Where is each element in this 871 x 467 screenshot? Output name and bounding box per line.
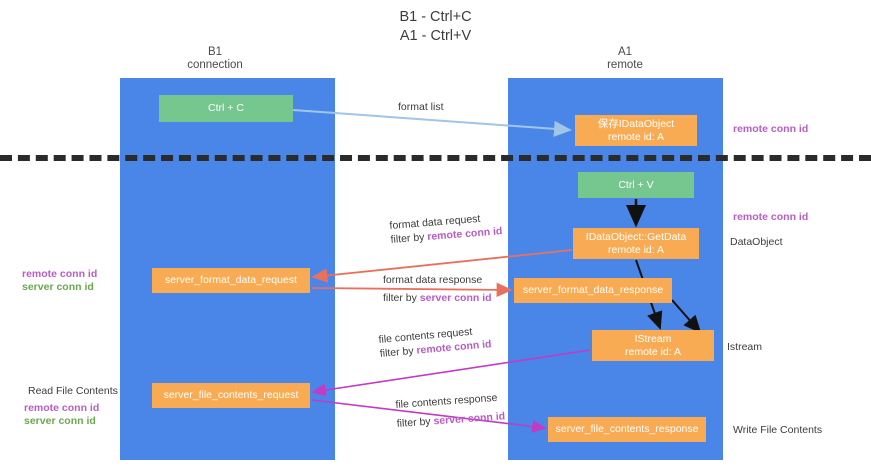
box-server-file-contents-response-label: server_file_contents_response bbox=[555, 423, 699, 435]
box-ctrl-c[interactable]: Ctrl + C bbox=[159, 95, 293, 122]
phase-divider bbox=[0, 155, 871, 161]
box-server-file-contents-request-label: server_file_contents_request bbox=[163, 389, 299, 401]
box-save-idataobject-line2: remote id: A bbox=[607, 130, 665, 143]
filter-id-server-conn-id: server conn id bbox=[419, 292, 492, 304]
annotation-read-file-contents: Read File Contents bbox=[28, 385, 118, 397]
annotation-server-conn-id-left-top: server conn id bbox=[22, 281, 94, 293]
page-title: B1 - Ctrl+C A1 - Ctrl+V bbox=[399, 9, 472, 44]
annotation-istream: Istream bbox=[727, 341, 763, 353]
box-save-idataobject-line1: 保存IDataObject bbox=[597, 117, 675, 130]
box-idataobject-getdata[interactable]: IDataObject::GetData remote id: A bbox=[573, 228, 699, 259]
edge-label-format-data-response-line1: format data response bbox=[383, 274, 483, 286]
box-server-format-data-response-label: server_format_data_response bbox=[522, 284, 664, 296]
box-istream-line1: IStream bbox=[634, 332, 672, 345]
column-header-a1: A1 remote bbox=[607, 46, 643, 71]
box-server-format-data-request[interactable]: server_format_data_request bbox=[152, 268, 310, 293]
edge-label-format-data-response: format data response filter by server co… bbox=[383, 273, 492, 305]
box-server-file-contents-response[interactable]: server_file_contents_response bbox=[548, 417, 706, 442]
annotation-remote-conn-id-top: remote conn id bbox=[733, 123, 809, 135]
box-ctrl-v-label: Ctrl + V bbox=[618, 178, 654, 191]
annotation-server-conn-id-left-bottom: server conn id bbox=[24, 415, 96, 427]
box-istream-line2: remote id: A bbox=[624, 345, 682, 358]
column-header-b1: B1 connection bbox=[187, 46, 243, 71]
box-ctrl-c-label: Ctrl + C bbox=[208, 102, 244, 114]
box-idataobject-getdata-line2: remote id: A bbox=[607, 243, 665, 256]
annotation-ids-top: remote conn id server conn id bbox=[22, 268, 97, 294]
annotation-remote-conn-id-left-bottom: remote conn id bbox=[24, 402, 100, 414]
annotation-dataobject: DataObject bbox=[730, 236, 783, 248]
box-save-idataobject[interactable]: 保存IDataObject remote id: A bbox=[575, 115, 697, 146]
box-ctrl-v[interactable]: Ctrl + V bbox=[578, 172, 694, 198]
annotation-remote-conn-id-left-top: remote conn id bbox=[22, 268, 98, 280]
box-server-format-data-response[interactable]: server_format_data_response bbox=[514, 278, 672, 303]
annotation-write-file-contents: Write File Contents bbox=[733, 424, 823, 436]
edge-label-format-data-response-filter: filter by server conn id bbox=[383, 291, 492, 305]
filter-prefix: filter by bbox=[390, 231, 428, 246]
annotation-remote-conn-id-mid: remote conn id bbox=[733, 211, 809, 223]
filter-prefix: filter by bbox=[396, 415, 434, 430]
edge-label-format-list: format list bbox=[398, 101, 444, 113]
box-server-format-data-request-label: server_format_data_request bbox=[165, 274, 297, 286]
filter-prefix: filter by bbox=[383, 292, 420, 304]
box-istream[interactable]: IStream remote id: A bbox=[592, 330, 714, 361]
filter-prefix: filter by bbox=[379, 344, 417, 360]
box-idataobject-getdata-line1: IDataObject::GetData bbox=[585, 230, 687, 243]
annotation-ids-bottom: remote conn id server conn id bbox=[24, 402, 99, 428]
box-server-file-contents-request[interactable]: server_file_contents_request bbox=[152, 383, 310, 408]
